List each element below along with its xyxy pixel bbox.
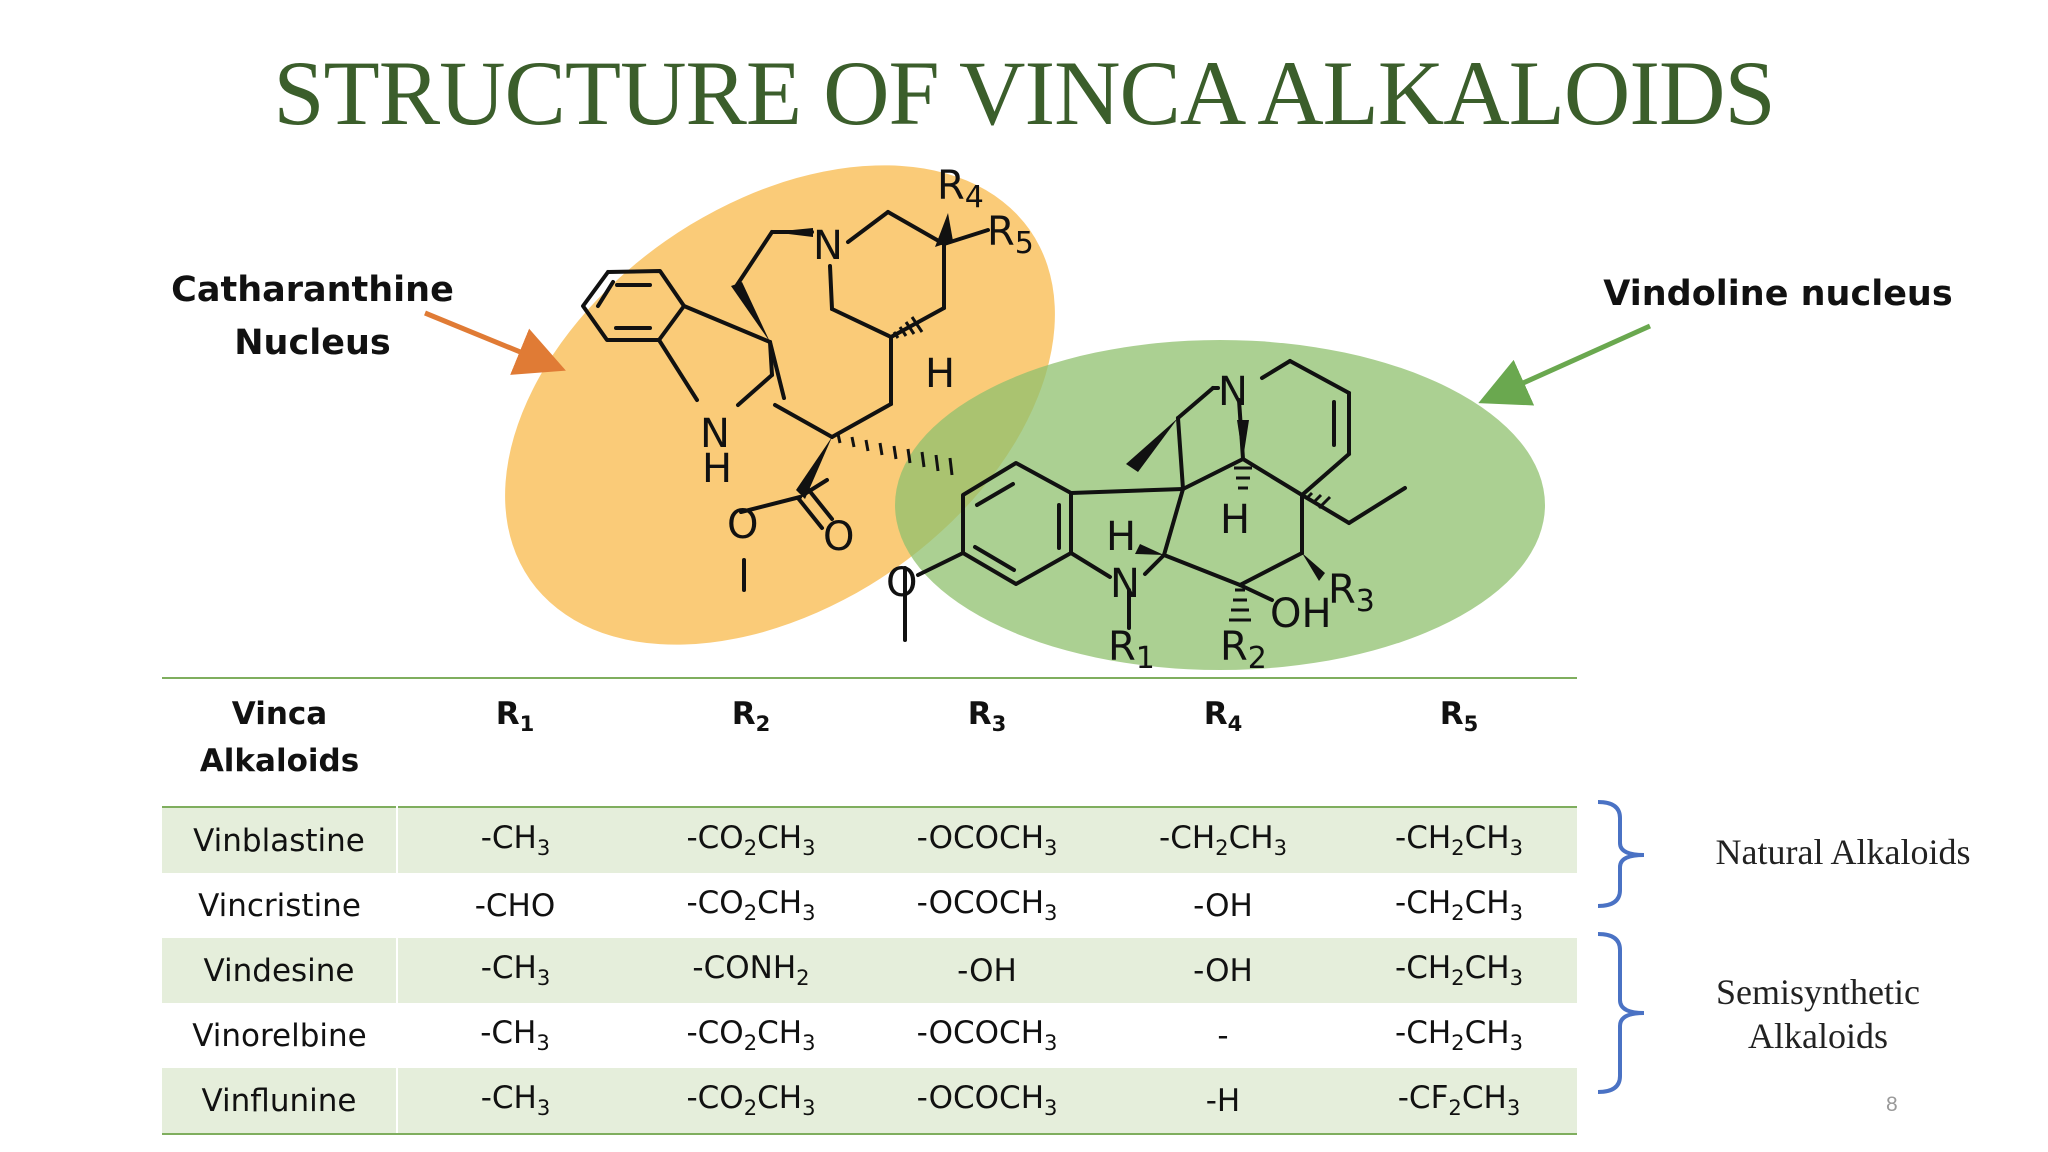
cell-r5: -CH2CH3 [1341, 806, 1577, 873]
catharanthine-arrow [424, 310, 566, 375]
cell-r1: -CHO [474, 887, 556, 924]
table-row: Vinorelbine -CH3 -CO2CH3 -OCOCH3 - -CH2C… [162, 1003, 1577, 1068]
cell-r1: -CH3 [397, 938, 633, 1003]
cell-r4: - [1217, 1017, 1229, 1054]
stereo-bonds [731, 213, 1332, 622]
header-r4: R4 [1105, 677, 1341, 807]
catharanthine-label-line1: Catharanthine [171, 270, 454, 310]
atom-n-piperidine: N [813, 223, 843, 269]
atom-r4: R4 [937, 163, 984, 215]
atom-oh: OH [1270, 591, 1332, 637]
cell-r1: -CH3 [397, 1068, 633, 1135]
cell-r2: -CO2CH3 [686, 1015, 816, 1056]
cell-r2: -CO2CH3 [686, 885, 816, 926]
natural-alkaloids-label: Natural Alkaloids [1715, 832, 1971, 872]
table-header-row: Vinca Alkaloids R1 R2 R3 R4 R5 [162, 677, 1577, 807]
header-vinca-alkaloids: Vinca Alkaloids [162, 677, 397, 807]
slide-title: STRUCTURE OF VINCA ALKALOIDS [273, 42, 1775, 144]
atom-o-methoxy: O [886, 560, 917, 606]
cell-r3: -OH [869, 938, 1105, 1003]
header-r2: R2 [633, 677, 869, 807]
atom-h-left: H [1106, 514, 1136, 560]
atom-n-indoline: N [1110, 561, 1140, 607]
cell-r5: -CH2CH3 [1341, 938, 1577, 1003]
cell-r1: -CH3 [397, 806, 633, 873]
cell-r4: -CH2CH3 [1105, 806, 1341, 873]
vindoline-arrow [1478, 323, 1652, 406]
cell-r4: -OH [1193, 887, 1253, 924]
header-r5: R5 [1341, 677, 1577, 807]
cell-r5: -CH2CH3 [1395, 885, 1523, 926]
catharanthine-label-line2: Nucleus [234, 323, 391, 363]
bracket-semisynthetic [1597, 932, 1645, 1094]
cell-name: Vinorelbine [192, 1017, 367, 1054]
table-row: Vinblastine -CH3 -CO2CH3 -OCOCH3 -CH2CH3… [162, 806, 1577, 873]
cell-r2: -CO2CH3 [633, 1068, 869, 1135]
cell-r5: -CF2CH3 [1341, 1068, 1577, 1135]
atom-h-piperidine: H [925, 351, 955, 397]
header-r3: R3 [869, 677, 1105, 807]
cell-name: Vincristine [198, 887, 361, 924]
catharanthine-callout: Catharanthine Nucleus [170, 264, 455, 370]
header-r1: R1 [397, 677, 633, 807]
cell-r3: -OCOCH3 [916, 885, 1058, 926]
atom-h-mid: H [1220, 497, 1250, 543]
table-row: Vincristine -CHO -CO2CH3 -OCOCH3 -OH -CH… [162, 873, 1577, 938]
atom-o-ester-single: O [727, 502, 758, 548]
cell-r5: -CH2CH3 [1395, 1015, 1523, 1056]
atom-n-top: N [1218, 369, 1248, 415]
bracket-natural [1597, 800, 1645, 908]
atom-r5: R5 [987, 209, 1034, 261]
molecule-bonds [581, 210, 1407, 642]
semisynthetic-alkaloids-label: Semisynthetic Alkaloids [1716, 972, 1920, 1056]
cell-r2: -CO2CH3 [633, 806, 869, 873]
vindoline-callout: Vindoline nucleus [1603, 274, 1953, 314]
page-number: 8 [1886, 1093, 1898, 1116]
atom-n-indole: N [700, 411, 730, 457]
cell-name: Vinblastine [162, 806, 398, 873]
cell-r3: -OCOCH3 [916, 1015, 1058, 1056]
cell-r1: -CH3 [480, 1015, 550, 1056]
atom-h-indole: H [702, 446, 732, 492]
cell-r3: -OCOCH3 [869, 806, 1105, 873]
cell-r4: -H [1105, 1068, 1341, 1135]
atom-o-ester-double: O [823, 514, 854, 560]
vindoline-highlight [895, 340, 1545, 670]
table-row: Vindesine -CH3 -CONH2 -OH -OH -CH2CH3 [162, 938, 1577, 1003]
cell-r2: -CONH2 [633, 938, 869, 1003]
cell-name: Vindesine [162, 938, 398, 1003]
cell-r3: -OCOCH3 [869, 1068, 1105, 1135]
cell-r4: -OH [1105, 938, 1341, 1003]
vinca-alkaloids-table: Vinca Alkaloids R1 R2 R3 R4 R5 Vinblasti… [162, 677, 1577, 1135]
table-row: Vinflunine -CH3 -CO2CH3 -OCOCH3 -H -CF2C… [162, 1068, 1577, 1135]
cell-name: Vinflunine [162, 1068, 398, 1135]
